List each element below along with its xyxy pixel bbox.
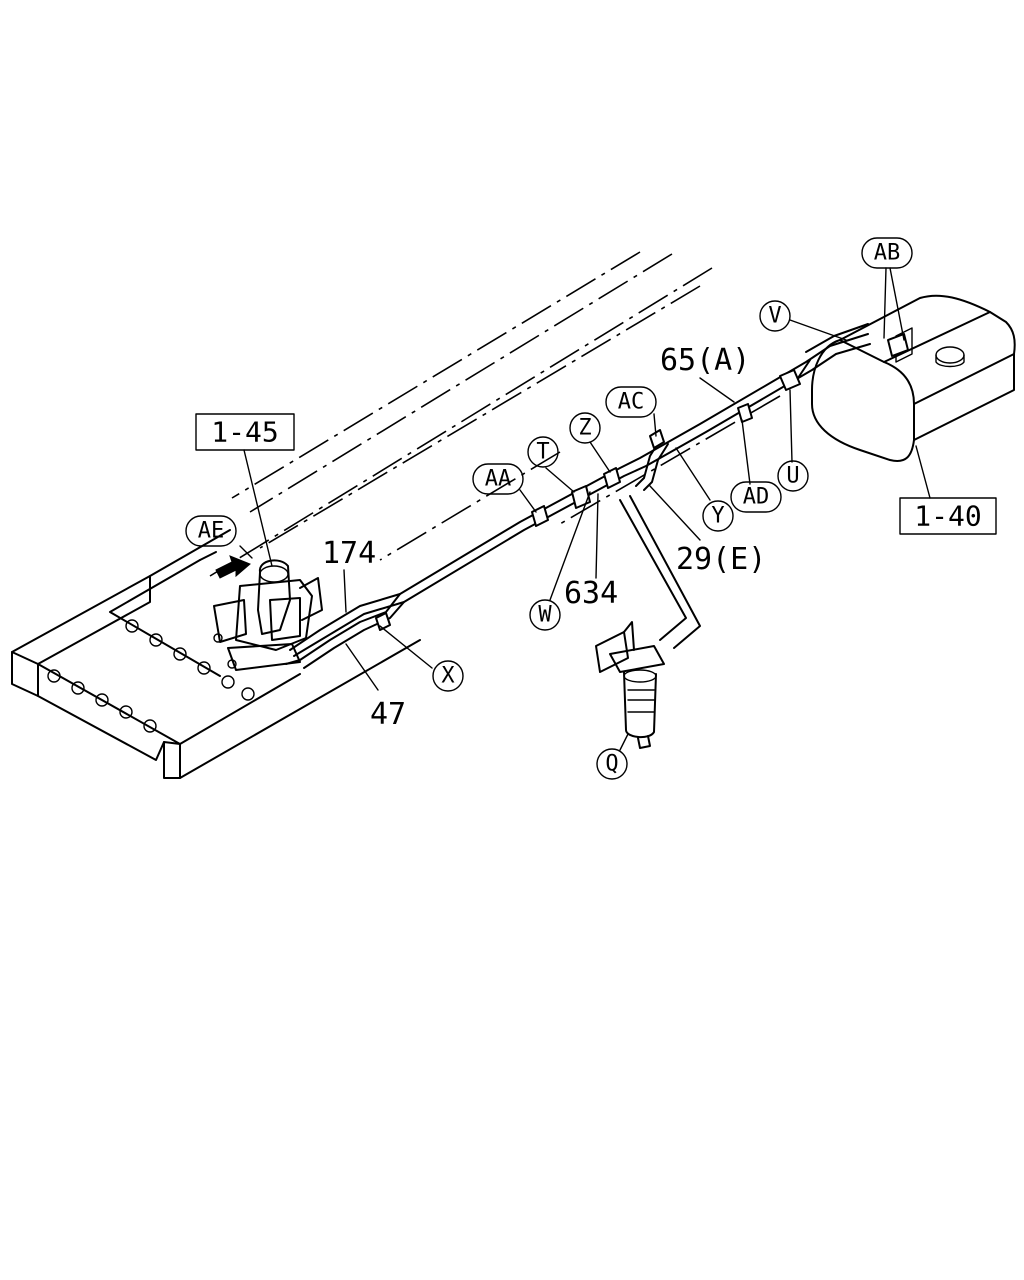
callout-ac: AC xyxy=(605,386,657,418)
callout-y: Y xyxy=(702,500,734,532)
callout-aa-label: AA xyxy=(485,467,512,492)
callout-t: T xyxy=(527,436,559,468)
callout-v: V xyxy=(759,300,791,332)
callout-t-label: T xyxy=(536,440,549,465)
ref-1-45-label: 1-45 xyxy=(211,416,278,449)
callout-ab: AB xyxy=(861,237,913,269)
part-174-label: 174 xyxy=(322,536,376,571)
callout-q: Q xyxy=(596,748,628,780)
part-29e-label: 29(E) xyxy=(676,542,766,577)
fuel-tank xyxy=(811,294,1016,462)
callout-z: Z xyxy=(569,412,601,444)
callout-y-label: Y xyxy=(711,504,724,529)
callout-q-label: Q xyxy=(605,752,618,777)
part-47-label: 47 xyxy=(370,697,406,732)
callout-ad-label: AD xyxy=(743,485,770,510)
callout-x-label: X xyxy=(441,664,455,689)
callout-u-label: U xyxy=(786,464,799,489)
callout-ab-label: AB xyxy=(874,241,901,266)
callout-ae: AE xyxy=(185,515,237,547)
ref-box-1-45: 1-45 xyxy=(195,413,295,451)
ref-box-1-40: 1-40 xyxy=(899,497,997,535)
callout-v-label: V xyxy=(768,304,781,329)
callout-w: W xyxy=(529,599,561,631)
part-634-label: 634 xyxy=(564,576,618,611)
callout-ad: AD xyxy=(730,481,782,513)
chassis-frame xyxy=(11,251,781,779)
callout-u: U xyxy=(777,460,809,492)
engine-fuel-filter xyxy=(213,559,323,671)
water-separator xyxy=(595,621,665,749)
ref-1-40-label: 1-40 xyxy=(914,500,981,533)
part-65a-label: 65(A) xyxy=(660,343,750,378)
callout-w-label: W xyxy=(538,603,552,628)
fuel-pipes xyxy=(285,323,909,669)
callout-x: X xyxy=(432,660,464,692)
callout-ae-label: AE xyxy=(198,519,225,544)
callout-z-label: Z xyxy=(578,416,591,441)
callout-aa: AA xyxy=(472,463,524,495)
callout-ac-label: AC xyxy=(618,390,645,415)
leader-lines xyxy=(215,267,931,751)
